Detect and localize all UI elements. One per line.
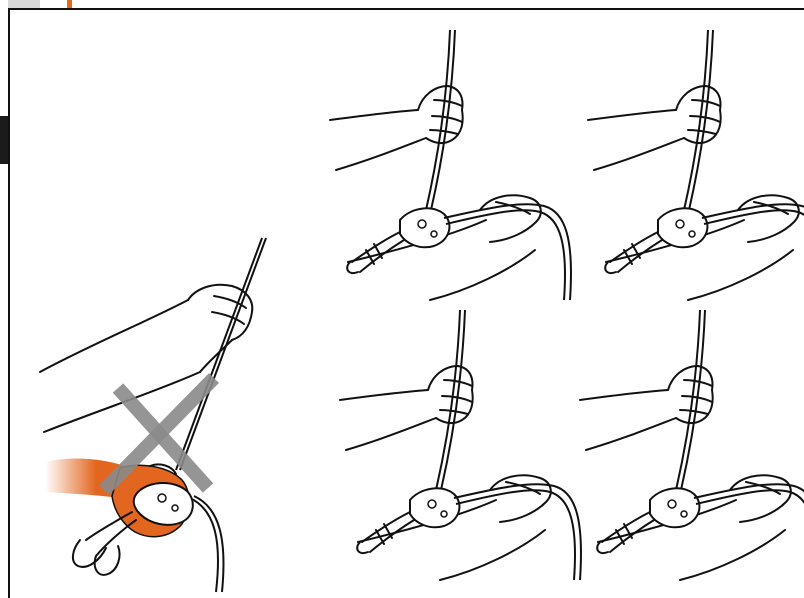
panel-step-4 <box>580 310 804 580</box>
step-4-figure <box>580 310 804 580</box>
step-3-figure <box>340 310 581 580</box>
rope-icon <box>176 238 266 592</box>
panel-incorrect <box>40 238 266 592</box>
step-1-figure <box>330 30 571 300</box>
panel-step-2 <box>588 30 804 300</box>
panel-step-1 <box>330 30 571 300</box>
panel-step-3 <box>340 310 581 580</box>
step-2-figure <box>588 30 804 300</box>
